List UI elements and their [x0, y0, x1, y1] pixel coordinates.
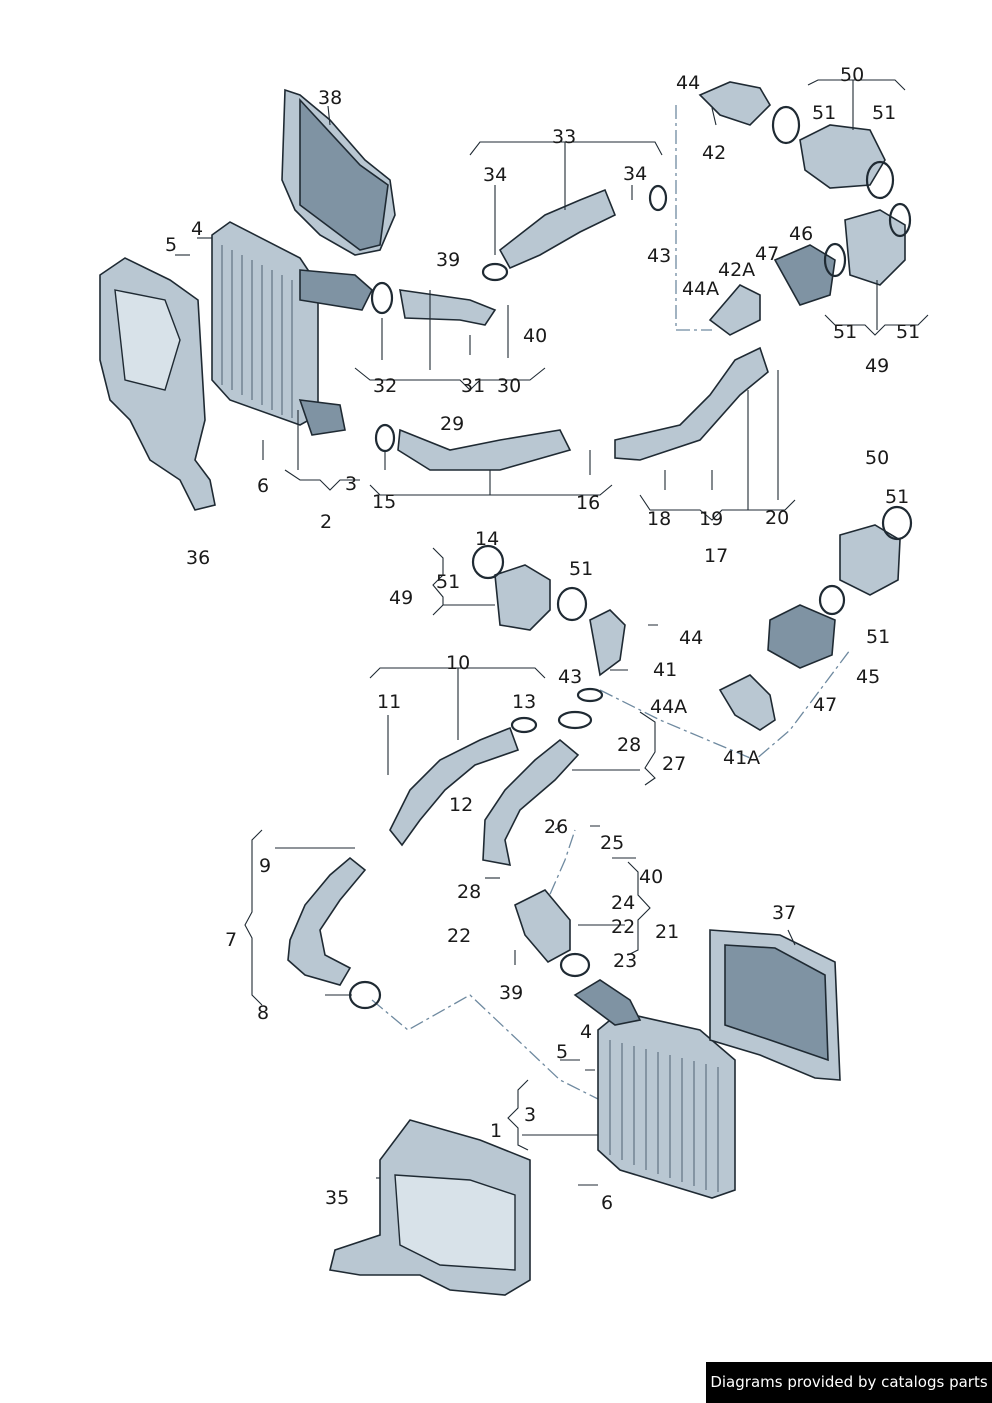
callout-label: 51	[436, 571, 460, 593]
callout-label: 41A	[723, 747, 760, 769]
callout-label: 39	[436, 249, 460, 271]
callout-label: 50	[865, 447, 889, 469]
callout-label: 42	[702, 142, 726, 164]
callout-label: 16	[576, 492, 600, 514]
callout-label: 3	[524, 1104, 536, 1126]
callout-label: 47	[813, 694, 837, 716]
callout-label: 31	[461, 375, 485, 397]
callout-label: 5	[556, 1041, 568, 1063]
sealing-rings	[348, 105, 913, 1010]
callout-label: 24	[611, 892, 635, 914]
callout-label: 49	[865, 355, 889, 377]
callout-label: 32	[373, 375, 397, 397]
callout-label: 22	[447, 925, 471, 947]
hoses-middle	[287, 726, 580, 986]
air-guide-36	[99, 257, 216, 511]
callout-label: 39	[499, 982, 523, 1004]
callout-label: 46	[789, 223, 813, 245]
callout-label: 41	[653, 659, 677, 681]
callout-label: 20	[765, 507, 789, 529]
air-guide-35	[329, 1119, 531, 1296]
callout-label: 44	[676, 72, 700, 94]
callout-label: 6	[257, 475, 269, 497]
callout-label: 14	[475, 528, 499, 550]
callout-label: 6	[601, 1192, 613, 1214]
diagram-credit: Diagrams provided by catalogs parts	[706, 1362, 992, 1403]
intercooler-lower	[573, 979, 736, 1199]
callout-label: 51	[833, 321, 857, 343]
air-duct-cover-38	[281, 88, 396, 256]
air-guide-37	[709, 929, 841, 1081]
callout-label: 45	[856, 666, 880, 688]
callout-label: 29	[440, 413, 464, 435]
callout-label: 38	[318, 87, 342, 109]
callout-label: 28	[617, 734, 641, 756]
callout-label: 40	[523, 325, 547, 347]
callout-label: 43	[647, 245, 671, 267]
callout-label: 5	[165, 234, 177, 256]
callout-label: 17	[704, 545, 728, 567]
callout-labels: 38 4 5 6 3 2 36 39 34 33 34 31 32 30 40 …	[165, 64, 920, 1214]
callout-label: 13	[512, 691, 536, 713]
callout-label: 47	[755, 243, 779, 265]
callout-label: 37	[772, 902, 796, 924]
callout-label: 49	[389, 587, 413, 609]
callout-label: 8	[257, 1002, 269, 1024]
callout-label: 51	[885, 486, 909, 508]
callout-label: 23	[613, 950, 637, 972]
callout-label: 26	[544, 816, 568, 838]
callout-label: 3	[345, 473, 357, 495]
callout-label: 40	[639, 866, 663, 888]
callout-label: 18	[647, 508, 671, 530]
callout-label: 30	[497, 375, 521, 397]
callout-label: 51	[872, 102, 896, 124]
throttle-units-middle	[494, 524, 901, 731]
callout-label: 9	[259, 855, 271, 877]
callout-label: 28	[457, 881, 481, 903]
callout-label: 12	[449, 794, 473, 816]
throttle-units-upper	[773, 124, 906, 306]
callout-label: 27	[662, 753, 686, 775]
callout-label: 21	[655, 921, 679, 943]
callout-label: 51	[812, 102, 836, 124]
callout-label: 33	[552, 126, 576, 148]
callout-label: 35	[325, 1187, 349, 1209]
callout-label: 51	[896, 321, 920, 343]
callout-label: 4	[191, 218, 203, 240]
callout-label: 50	[840, 64, 864, 86]
callout-label: 36	[186, 547, 210, 569]
callout-label: 34	[623, 163, 647, 185]
callout-label: 51	[866, 626, 890, 648]
callout-label: 11	[377, 691, 401, 713]
callout-label: 42A	[718, 259, 755, 281]
callout-label: 51	[569, 558, 593, 580]
callout-label: 15	[372, 491, 396, 513]
callout-label: 25	[600, 832, 624, 854]
callout-label: 2	[320, 511, 332, 533]
callout-label: 34	[483, 164, 507, 186]
callout-label: 19	[699, 508, 723, 530]
callout-label: 22	[611, 916, 635, 938]
leader-lines	[175, 79, 929, 1186]
callout-label: 44	[679, 627, 703, 649]
callout-label: 7	[225, 929, 237, 951]
callout-label: 44A	[682, 278, 719, 300]
callout-label: 44A	[650, 696, 687, 718]
intercooler-upper	[211, 221, 373, 436]
callout-label: 4	[580, 1021, 592, 1043]
callout-label: 43	[558, 666, 582, 688]
callout-label: 10	[446, 652, 470, 674]
callout-label: 1	[490, 1120, 502, 1142]
hoses-upper	[397, 81, 772, 471]
